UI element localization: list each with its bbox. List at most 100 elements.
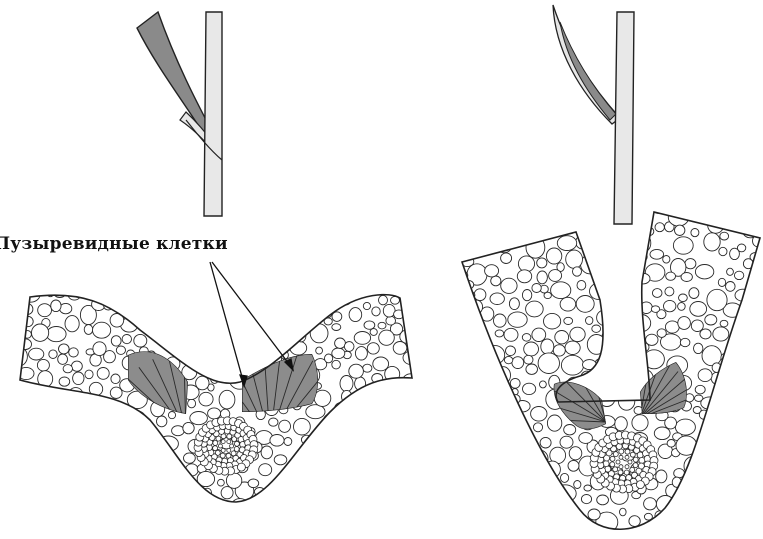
parenchyma-cell (590, 232, 598, 239)
parenchyma-cell (19, 397, 31, 406)
parenchyma-cell (480, 465, 502, 483)
parenchyma-cell (734, 271, 743, 279)
parenchyma-cell (348, 407, 362, 422)
parenchyma-cell (604, 274, 617, 287)
parenchyma-cell (738, 455, 749, 464)
parenchyma-cell (174, 308, 182, 316)
parenchyma-cell (174, 326, 182, 333)
parenchyma-cell (530, 207, 538, 213)
parenchyma-cell (64, 443, 72, 449)
parenchyma-cell (626, 377, 642, 391)
parenchyma-cell (574, 481, 581, 489)
parenchyma-cell (53, 462, 69, 479)
parenchyma-cell (200, 348, 209, 356)
parenchyma-cell (370, 329, 377, 336)
parenchyma-cell (259, 338, 271, 348)
parenchyma-cell (370, 469, 386, 484)
parenchyma-cell (583, 360, 597, 370)
bundle-cell (221, 440, 225, 444)
parenchyma-cell (29, 348, 44, 360)
parenchyma-cell (84, 472, 93, 481)
parenchyma-cell (691, 229, 699, 237)
parenchyma-cell (687, 477, 708, 495)
parenchyma-cell (751, 392, 763, 407)
parenchyma-cell (192, 303, 201, 312)
parenchyma-cell (517, 511, 533, 525)
parenchyma-cell (724, 444, 734, 455)
parenchyma-cell (491, 276, 501, 286)
parenchyma-cell (354, 332, 370, 345)
parenchyma-cell (624, 296, 634, 305)
parenchyma-cell (299, 304, 315, 319)
parenchyma-cell (561, 355, 583, 375)
parenchyma-cell (537, 258, 547, 268)
parenchyma-cell (97, 368, 109, 380)
parenchyma-cell (226, 473, 241, 489)
parenchyma-cell (476, 222, 486, 231)
parenchyma-cell (176, 299, 186, 308)
parenchyma-cell (496, 480, 504, 489)
parenchyma-cell (490, 293, 504, 305)
parenchyma-cell (77, 453, 94, 469)
bundle-cell (633, 463, 638, 468)
parenchyma-cell (376, 485, 384, 491)
parenchyma-cell (501, 207, 513, 219)
parenchyma-cell (688, 506, 711, 526)
parenchyma-cell (720, 232, 729, 240)
parenchyma-cell (560, 297, 576, 311)
parenchyma-cell (332, 348, 345, 359)
parenchyma-cell (494, 314, 507, 327)
parenchyma-cell (532, 284, 541, 293)
parenchyma-cell (573, 267, 582, 276)
parenchyma-cell (386, 316, 396, 325)
parenchyma-cell (515, 485, 523, 493)
parenchyma-cell (525, 226, 533, 234)
parenchyma-cell (16, 470, 24, 477)
parenchyma-cell (705, 520, 715, 530)
parenchyma-cell (363, 302, 370, 309)
parenchyma-cell (59, 377, 70, 386)
parenchyma-cell (512, 357, 524, 369)
parenchyma-cell (93, 399, 102, 407)
parenchyma-cell (697, 529, 712, 539)
left-stem (204, 12, 222, 216)
parenchyma-cell (349, 490, 367, 507)
parenchyma-cell (316, 347, 323, 354)
parenchyma-cell (146, 469, 160, 482)
parenchyma-cell (483, 232, 495, 243)
parenchyma-cell (504, 356, 512, 363)
parenchyma-cell (248, 479, 259, 488)
parenchyma-cell (506, 218, 514, 227)
parenchyma-cell (518, 433, 530, 446)
right-leaf-blade-inner (560, 22, 616, 120)
parenchyma-cell (405, 425, 416, 438)
parenchyma-cell (482, 437, 490, 446)
parenchyma-cell (469, 492, 482, 503)
parenchyma-cell (481, 248, 490, 255)
parenchyma-cell (678, 303, 686, 311)
parenchyma-cell (335, 338, 346, 348)
parenchyma-cell (399, 441, 420, 460)
parenchyma-cell (117, 301, 127, 313)
parenchyma-cell (117, 408, 125, 418)
parenchyma-cell (584, 485, 592, 491)
parenchyma-cell (346, 280, 366, 296)
parenchyma-cell (83, 429, 92, 439)
parenchyma-cell (687, 205, 705, 222)
parenchyma-cell (134, 334, 147, 347)
parenchyma-cell (361, 391, 372, 404)
parenchyma-cell (702, 346, 721, 366)
parenchyma-cell (72, 361, 83, 371)
parenchyma-cell (522, 498, 533, 508)
parenchyma-cell (685, 259, 696, 269)
parenchyma-cell (620, 508, 627, 516)
parenchyma-cell (310, 474, 318, 480)
parenchyma-cell (680, 338, 690, 346)
bundle-cell (625, 455, 629, 459)
parenchyma-cell (284, 438, 292, 446)
parenchyma-cell (718, 528, 726, 538)
parenchyma-cell (540, 381, 547, 388)
parenchyma-cell (586, 317, 593, 325)
parenchyma-cell (399, 459, 411, 470)
